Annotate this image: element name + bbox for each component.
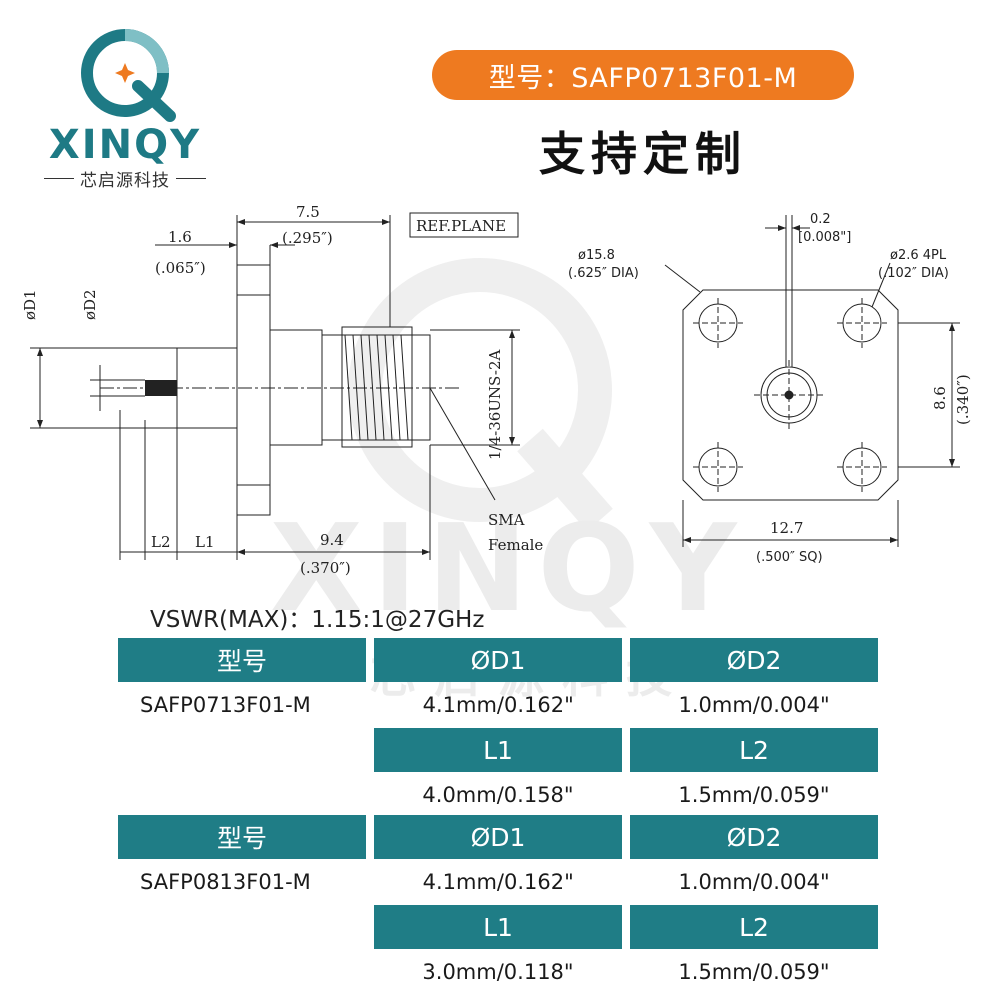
ref-plane-label: REF.PLANE <box>416 217 506 235</box>
ref-plane-box <box>409 212 519 238</box>
dim-8-6: 8.6 <box>931 386 949 410</box>
empty-cell <box>118 905 366 949</box>
spec-value-row: 4.0mm/0.158" 1.5mm/0.059" <box>118 772 878 818</box>
dim-0-2: 0.2 <box>810 212 831 227</box>
header-d2: ØD2 <box>630 638 878 682</box>
dim-340: (.340″) <box>954 374 972 425</box>
value-l2: 1.5mm/0.059" <box>678 783 830 807</box>
header-d2: ØD2 <box>630 815 878 859</box>
sma-label: SMA <box>488 511 525 529</box>
dim-500: (.500″ SQ) <box>756 550 823 565</box>
header-d1: ØD1 <box>374 815 622 859</box>
spec-header-row: 型号 ØD1 ØD2 <box>118 815 878 859</box>
logo-tagline-row: 芯启源科技 <box>20 168 230 191</box>
value-d1: 4.1mm/0.162" <box>422 693 574 717</box>
label-l2: L2 <box>151 533 171 551</box>
logo-tagline: 芯启源科技 <box>80 170 170 191</box>
dia-15-8: ø15.8 <box>578 248 615 263</box>
dim-065: (.065″) <box>155 259 206 277</box>
logo-name: XINQY <box>48 122 202 168</box>
model-badge: 型号：SAFP0713F01-M <box>432 50 854 100</box>
dim-295: (.295″) <box>282 229 333 247</box>
value-l1: 3.0mm/0.118" <box>422 960 574 984</box>
value-model: SAFP0713F01-M <box>140 693 311 717</box>
value-model: SAFP0813F01-M <box>140 870 311 894</box>
value-l1: 4.0mm/0.158" <box>422 783 574 807</box>
spec-value-row: 3.0mm/0.118" 1.5mm/0.059" <box>118 949 878 995</box>
tagline-dash-left <box>44 177 74 179</box>
female-label: Female <box>488 536 543 554</box>
vswr-spec: VSWR(MAX)：1.15:1@27GHz <box>150 607 485 633</box>
dim-008: [0.008"] <box>798 230 851 245</box>
label-d1: øD1 <box>21 289 39 320</box>
empty-cell <box>118 728 366 772</box>
label-l1: L1 <box>195 533 215 551</box>
spec-header-row: L1 L2 <box>118 728 878 772</box>
value-d2: 1.0mm/0.004" <box>678 870 830 894</box>
dim-370: (.370″) <box>300 559 351 577</box>
dim-1-6: 1.6 <box>168 228 192 246</box>
custom-heading: 支持定制 <box>539 127 747 181</box>
value-l2: 1.5mm/0.059" <box>678 960 830 984</box>
header-l2: L2 <box>630 728 878 772</box>
header-model: 型号 <box>118 638 366 682</box>
spec-table-2: 型号 ØD1 ØD2 SAFP0813F01-M 4.1mm/0.162" 1.… <box>118 815 878 995</box>
value-d1: 4.1mm/0.162" <box>422 870 574 894</box>
dim-9-4: 9.4 <box>320 531 344 549</box>
spec-header-row: 型号 ØD1 ØD2 <box>118 638 878 682</box>
spec-value-row: SAFP0713F01-M 4.1mm/0.162" 1.0mm/0.004" <box>118 682 878 728</box>
value-d2: 1.0mm/0.004" <box>678 693 830 717</box>
logo-q-icon <box>81 29 176 122</box>
header-l1: L1 <box>374 728 622 772</box>
spec-table-1: 型号 ØD1 ØD2 SAFP0713F01-M 4.1mm/0.162" 1.… <box>118 638 878 818</box>
tagline-dash-right <box>176 177 206 179</box>
spec-header-row: L1 L2 <box>118 905 878 949</box>
thread-label: 1/4-36UNS-2A <box>486 350 504 460</box>
header-l1: L1 <box>374 905 622 949</box>
dim-12-7: 12.7 <box>770 519 803 537</box>
pin-tip <box>145 380 177 396</box>
spec-value-row: SAFP0813F01-M 4.1mm/0.162" 1.0mm/0.004" <box>118 859 878 905</box>
dim-7-5: 7.5 <box>296 203 320 221</box>
front-view-drawing: 0.2 [0.008"] ø15.8 (.625″ DIA) ø2.6 4PL … <box>568 212 972 565</box>
header-l2: L2 <box>630 905 878 949</box>
dia-102: (.102″ DIA) <box>878 266 949 281</box>
header-d1: ØD1 <box>374 638 622 682</box>
header-model: 型号 <box>118 815 366 859</box>
side-view-drawing: REF.PLANE 7.5 (.295″) 1.6 (.065″) øD1 øD… <box>21 203 543 577</box>
dia-625: (.625″ DIA) <box>568 266 639 281</box>
brand-logo: XINQY 芯启源科技 <box>20 18 230 191</box>
label-d2: øD2 <box>81 289 99 320</box>
dia-2-6: ø2.6 4PL <box>890 248 947 263</box>
